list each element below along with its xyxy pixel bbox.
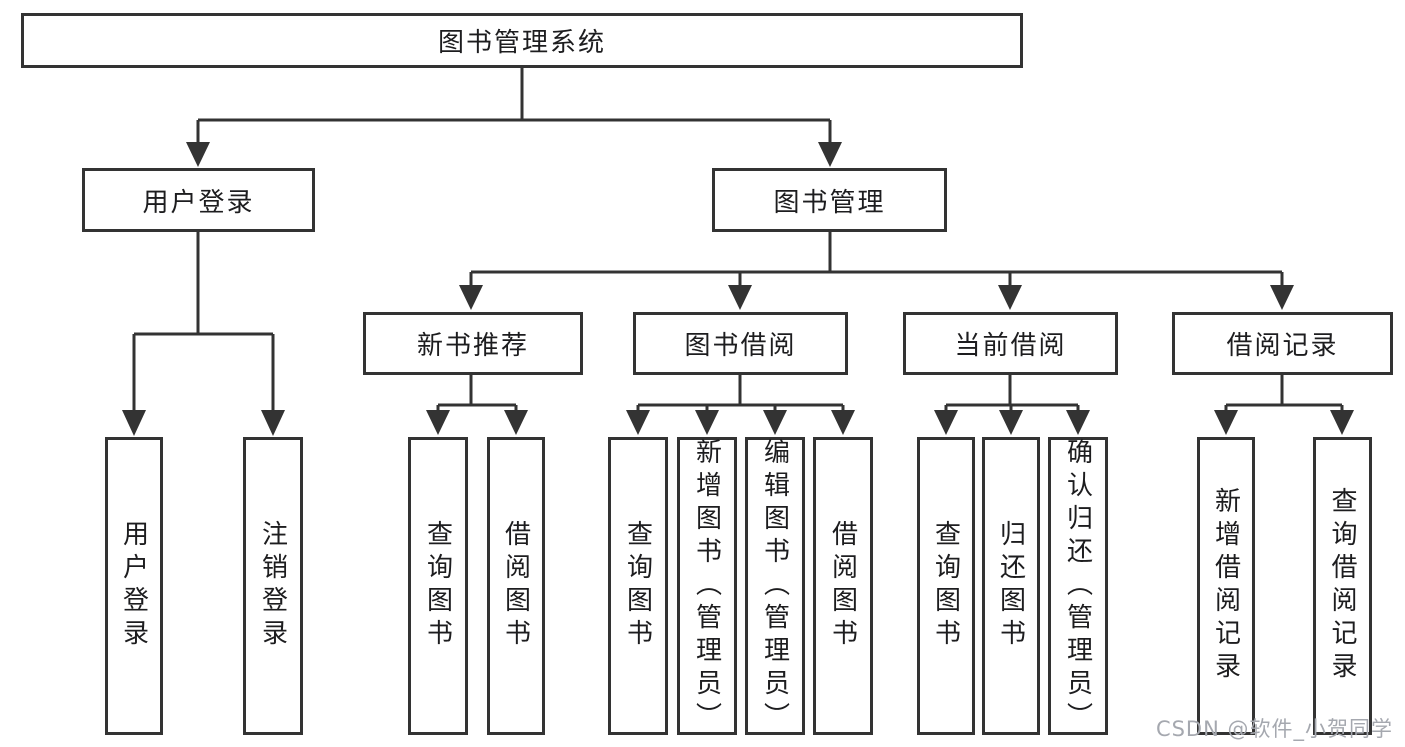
node-book-management-label: 图书管理: [773, 187, 886, 218]
node-user-login-label: 用户登录: [142, 187, 255, 218]
edge-user-login-to-leaves: [132, 230, 275, 412]
edge-current-borrow-to-leaves: [944, 373, 1080, 411]
arrow-leaf-confirm-return: [1066, 410, 1090, 435]
leaf-confirm-return-admin-label: 确认归还（管理员）: [1062, 437, 1093, 735]
leaf-add-book-admin-label: 新增图书（管理员）: [691, 437, 722, 735]
arrow-leaf-user-login: [122, 410, 146, 436]
arrow-leaf-query-book-2: [626, 410, 650, 435]
node-book-borrow-label: 图书借阅: [684, 331, 797, 361]
leaf-return-book-label: 归还图书: [995, 520, 1026, 652]
leaf-add-borrow-record-label: 新增借阅记录: [1210, 487, 1241, 685]
leaf-query-book-2: 查询图书: [608, 437, 668, 735]
arrow-leaf-borrow-book-1: [504, 410, 528, 435]
arrow-leaf-return-book: [999, 410, 1023, 435]
arrow-leaf-borrow-book-2: [831, 410, 855, 435]
edge-borrow-record-to-leaves: [1224, 373, 1344, 411]
leaf-logout-label: 注销登录: [257, 520, 288, 652]
arrow-leaf-add-record: [1214, 410, 1238, 435]
arrow-leaf-query-book-3: [934, 410, 958, 435]
node-current-borrow-label: 当前借阅: [954, 331, 1067, 361]
arrow-leaf-edit-book: [763, 410, 787, 435]
arrow-borrow-record: [1270, 285, 1294, 310]
edge-book-borrow-to-leaves: [636, 373, 845, 411]
leaf-user-login-label: 用户登录: [118, 520, 149, 652]
arrow-leaf-query-record: [1330, 410, 1354, 435]
arrow-leaf-add-book: [695, 410, 719, 435]
node-current-borrow: 当前借阅: [903, 312, 1118, 375]
leaf-edit-book-admin: 编辑图书（管理员）: [745, 437, 805, 735]
node-new-book-recommend-label: 新书推荐: [416, 331, 529, 361]
leaf-edit-book-admin-label: 编辑图书（管理员）: [759, 437, 790, 735]
arrow-leaf-logout: [261, 410, 285, 436]
node-library-system: 图书管理系统: [21, 13, 1023, 68]
leaf-borrow-book-2-label: 借阅图书: [827, 520, 858, 652]
leaf-add-borrow-record: 新增借阅记录: [1197, 437, 1255, 735]
node-user-login: 用户登录: [82, 168, 315, 232]
edge-new-book-to-leaves: [436, 373, 518, 411]
arrow-book-mgmt: [818, 142, 842, 167]
leaf-confirm-return-admin: 确认归还（管理员）: [1048, 437, 1108, 735]
node-book-management: 图书管理: [712, 168, 947, 232]
leaf-query-book-2-label: 查询图书: [622, 520, 653, 652]
leaf-query-borrow-record-label: 查询借阅记录: [1327, 487, 1357, 685]
arrow-current-borrow: [998, 285, 1022, 310]
leaf-query-book-1-label: 查询图书: [422, 520, 453, 652]
leaf-query-book-1: 查询图书: [408, 437, 468, 735]
leaf-borrow-book-1: 借阅图书: [487, 437, 545, 735]
arrow-book-borrow: [728, 285, 752, 310]
leaf-query-book-3-label: 查询图书: [930, 520, 961, 652]
node-book-borrow: 图书借阅: [633, 312, 848, 375]
edge-book-mgmt-to-level3: [469, 230, 1284, 286]
leaf-borrow-book-2: 借阅图书: [813, 437, 873, 735]
leaf-query-book-3: 查询图书: [917, 437, 975, 735]
arrow-new-book-rec: [459, 285, 483, 310]
node-borrow-record: 借阅记录: [1172, 312, 1393, 375]
leaf-user-login: 用户登录: [105, 437, 163, 735]
node-borrow-record-label: 借阅记录: [1226, 331, 1339, 361]
leaf-borrow-book-1-label: 借阅图书: [500, 520, 531, 652]
node-library-system-label: 图书管理系统: [437, 28, 606, 58]
leaf-add-book-admin: 新增图书（管理员）: [677, 437, 737, 735]
edge-root-to-level2: [196, 66, 832, 143]
leaf-return-book: 归还图书: [982, 437, 1040, 735]
arrow-leaf-query-book-1: [426, 410, 450, 435]
leaf-query-borrow-record: 查询借阅记录: [1313, 437, 1372, 735]
watermark-text: CSDN @软件_小贺同学: [1155, 717, 1393, 741]
arrow-user-login: [186, 142, 210, 167]
leaf-logout: 注销登录: [243, 437, 303, 735]
node-new-book-recommend: 新书推荐: [363, 312, 583, 375]
